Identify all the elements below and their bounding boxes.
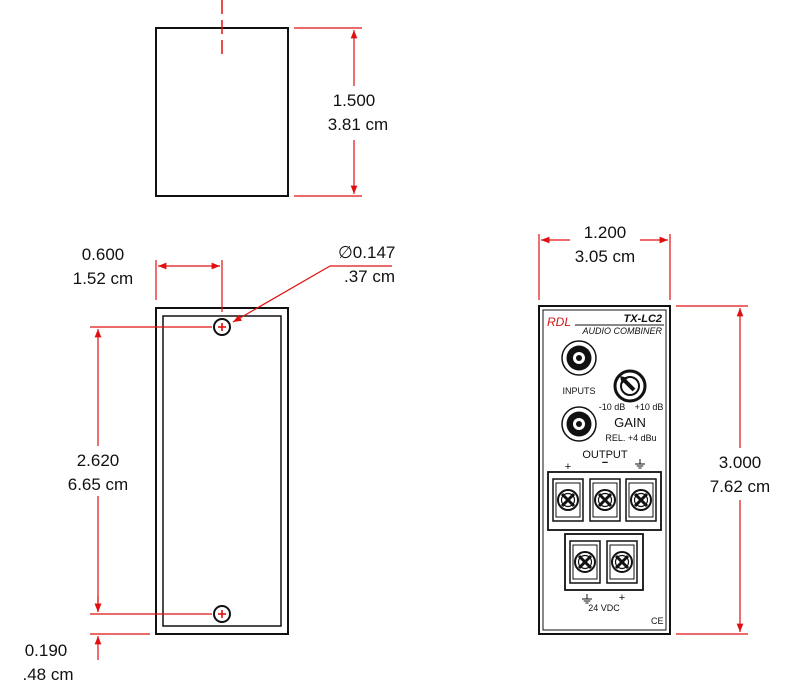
- output-plus-label: +: [565, 461, 571, 473]
- screw-terminal-icon: [568, 539, 602, 585]
- screw-terminal-icon: [588, 477, 622, 523]
- gain-reference-label: REL. +4 dBu: [605, 433, 656, 443]
- output-label: OUTPUT: [582, 449, 628, 461]
- gain-min-label: -10 dB: [599, 402, 626, 412]
- top-height-inches: 1.500: [333, 91, 376, 110]
- plus-hole-icon: [213, 605, 231, 623]
- screw-terminal-icon: [624, 477, 658, 523]
- rca-jack-icon: [561, 340, 597, 376]
- front-view: 1.200 3.05 cm 3.000 7.62 cm RDL TX-LC2 A…: [538, 223, 770, 635]
- bottom-offset-cm: .48 cm: [22, 665, 73, 684]
- hole-dia-leader: [232, 265, 331, 323]
- front-panel-inner: [542, 309, 667, 631]
- hole-dia-cm: .37 cm: [344, 267, 395, 286]
- gain-label: GAIN: [614, 415, 646, 430]
- front-width-inches: 1.200: [584, 223, 627, 242]
- top-height-cm: 3.81 cm: [328, 115, 388, 134]
- gain-max-label: +10 dB: [635, 402, 664, 412]
- side-view-inner-outline: [162, 315, 282, 627]
- hole-spacing-inches: 2.620: [77, 451, 120, 470]
- side-view-outline: [155, 307, 289, 635]
- side-view: 0.600 1.52 cm ∅0.147 .37 cm 2.620 6.65 c…: [22, 243, 395, 684]
- hole-offset-cm: 1.52 cm: [73, 269, 133, 288]
- screw-terminal-icon: [551, 477, 585, 523]
- product-name: AUDIO COMBINER: [581, 326, 662, 336]
- screw-terminal-icon: [605, 539, 639, 585]
- ce-mark: CE: [651, 616, 664, 626]
- rca-jack-icon: [561, 406, 597, 442]
- power-plus-label: +: [619, 592, 625, 604]
- top-view-outline: [155, 27, 289, 197]
- plus-hole-icon: [213, 318, 231, 336]
- brand-logo: RDL: [547, 315, 571, 329]
- hole-offset-inches: 0.600: [82, 245, 125, 264]
- hole-spacing-cm: 6.65 cm: [68, 475, 128, 494]
- gain-knob-icon: [613, 369, 647, 403]
- hole-dia-inches: ∅0.147: [338, 243, 395, 262]
- bottom-offset-inches: 0.190: [25, 641, 68, 660]
- top-view: 1.500 3.81 cm: [155, 0, 388, 197]
- front-height-inches: 3.000: [719, 453, 762, 472]
- inputs-label: INPUTS: [562, 386, 595, 396]
- front-width-cm: 3.05 cm: [575, 247, 635, 266]
- output-minus-label: −: [602, 457, 608, 469]
- model-number: TX-LC2: [624, 313, 663, 325]
- front-height-cm: 7.62 cm: [710, 477, 770, 496]
- power-label: 24 VDC: [588, 603, 620, 613]
